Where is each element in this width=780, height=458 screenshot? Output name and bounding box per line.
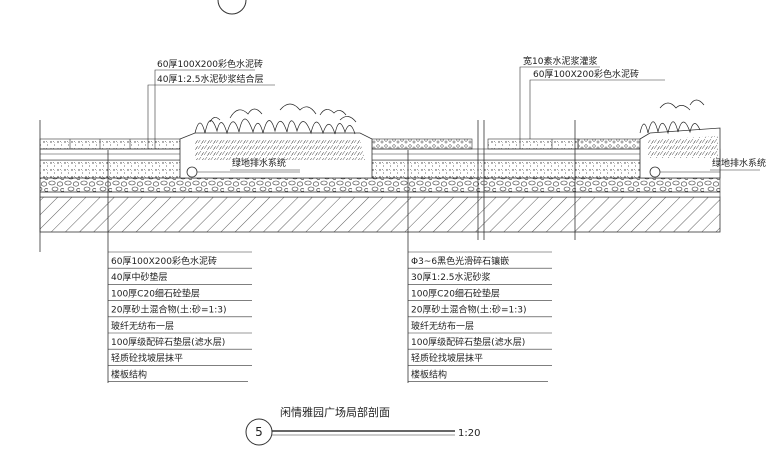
layer-label: 30厚1:2.5水泥砂浆	[411, 271, 491, 283]
slab-structure-layer	[39, 196, 721, 233]
bedding-layer	[39, 148, 721, 161]
layer-label: 100厚级配碎石垫层(滤水层)	[411, 336, 525, 348]
layer-label: 轻质砼找坡层抹平	[411, 352, 483, 364]
callout-right-2: 60厚100X200彩色水泥砖	[533, 68, 639, 80]
planting-right	[639, 99, 705, 135]
drain-label-right: 绿地排水系统	[712, 157, 766, 169]
drain-label-left: 绿地排水系统	[232, 157, 286, 169]
layer-label: 20厚砂土混合物(土:砂=1:3)	[411, 304, 527, 316]
layer-label: 40厚中砂垫层	[111, 271, 167, 283]
concrete-cushion-layer	[39, 159, 721, 179]
layer-label: Φ3~6黑色光滑碎石镶嵌	[411, 255, 509, 267]
gravel-filter-layer	[39, 177, 721, 193]
drawing-title: 闲情雅园广场局部剖面	[280, 405, 390, 419]
layer-label: 100厚C20细石砼垫层	[411, 287, 500, 299]
scale-label: 1:20	[458, 428, 480, 439]
callout-left-2: 40厚1:2.5水泥砂浆结合层	[157, 73, 264, 85]
layer-label: 楼板结构	[111, 368, 147, 380]
layer-label: 60厚100X200彩色水泥砖	[111, 255, 217, 267]
paver-row-left	[39, 138, 181, 150]
callout-right-1: 宽10素水泥浆灌浆	[523, 55, 597, 67]
callout-left-1: 60厚100X200彩色水泥砖	[157, 58, 263, 70]
sheet-marker-circle	[217, 0, 247, 15]
pebble-inlay-right	[577, 138, 641, 150]
detail-number: 5	[255, 425, 263, 439]
layer-label: 100厚级配碎石垫层(滤水层)	[111, 336, 225, 348]
layer-label: 玻纤无纺布一层	[111, 320, 174, 332]
layer-legend-left: 60厚100X200彩色水泥砖 40厚中砂垫层 100厚C20细石砼垫层 20厚砂土混…	[108, 251, 252, 382]
layer-label: 20厚砂土混合物(土:砂=1:3)	[111, 304, 227, 316]
planting-left	[194, 103, 357, 135]
drain-pipe-right	[649, 166, 661, 178]
layer-label: 轻质砼找坡层抹平	[111, 352, 183, 364]
layer-label: 玻纤无纺布一层	[411, 320, 474, 332]
pebble-inlay-left	[371, 138, 473, 150]
layer-label: 100厚C20细石砼垫层	[111, 287, 200, 299]
drain-pipe-left	[186, 166, 198, 178]
paver-row-right	[487, 138, 579, 150]
layer-label: 楼板结构	[411, 368, 447, 380]
layer-legend-right: Φ3~6黑色光滑碎石镶嵌 30厚1:2.5水泥砂浆 100厚C20细石砼垫层 20厚砂…	[408, 251, 552, 382]
levelling-layer	[39, 191, 721, 198]
detail-number-circle	[245, 418, 273, 446]
